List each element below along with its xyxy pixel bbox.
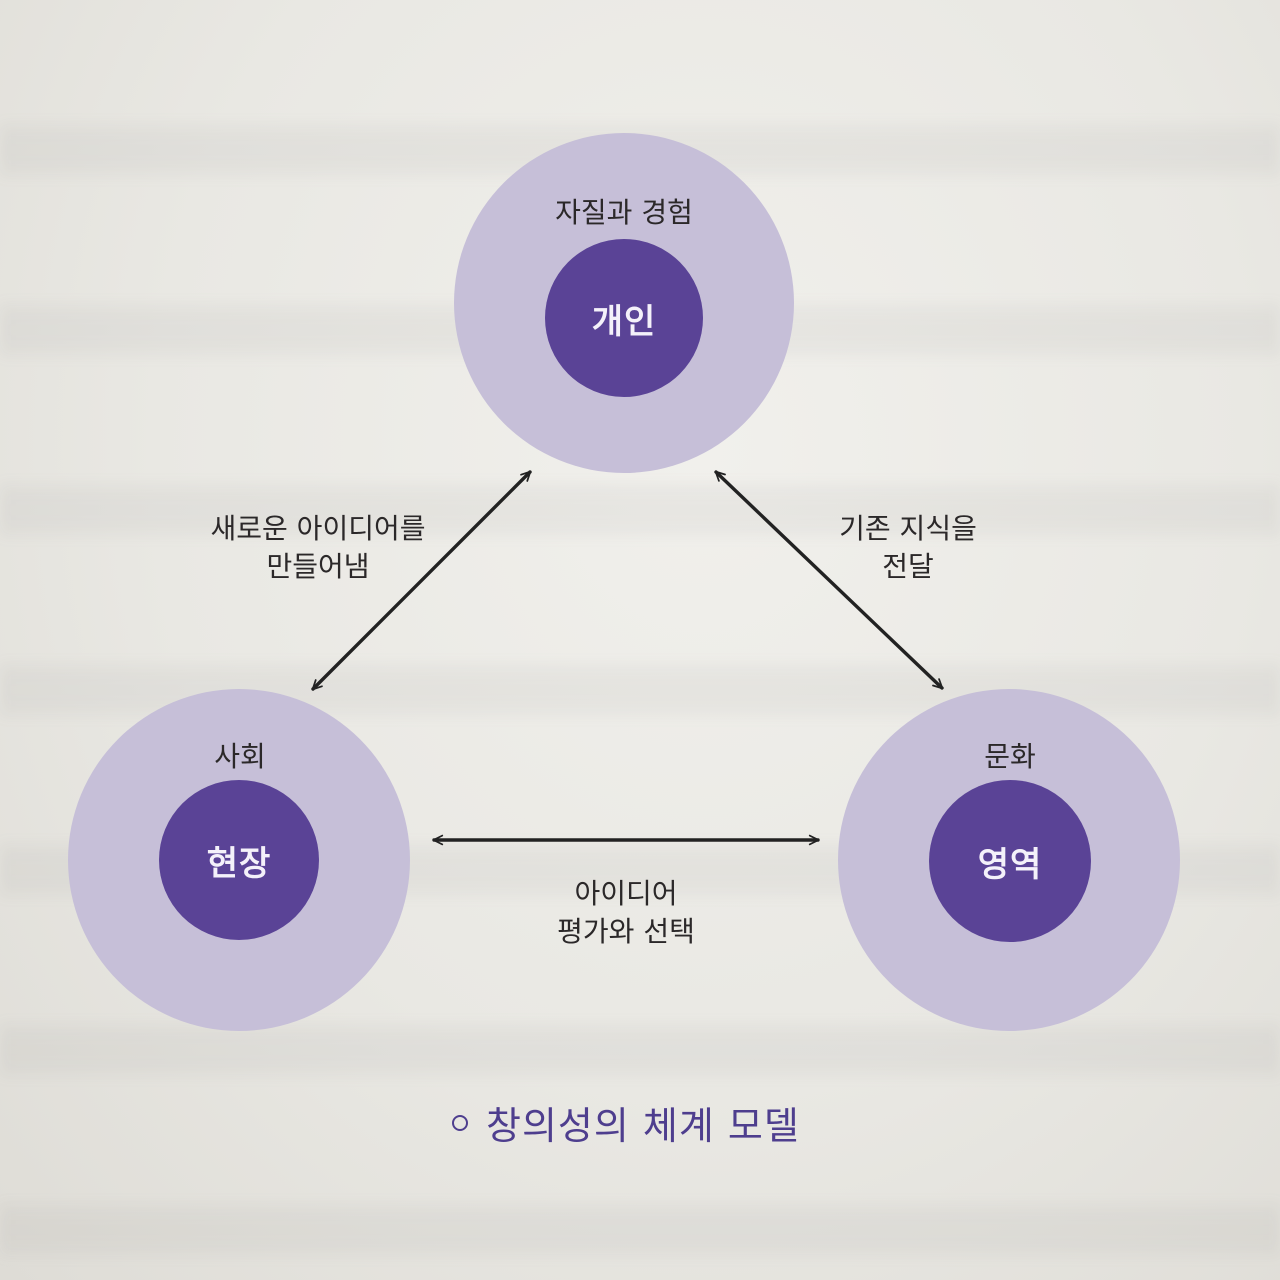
figure-caption: 창의성의 체계 모델 bbox=[452, 1095, 800, 1150]
arrow-field-individual bbox=[311, 470, 532, 691]
edge-label-field-domain-line1: 아이디어 bbox=[574, 877, 678, 910]
domain-outer-label: 문화 bbox=[984, 740, 1036, 773]
individual-label: 개인 bbox=[591, 301, 657, 342]
edge-label-individual-domain-line1: 기존 지식을 bbox=[839, 512, 977, 545]
individual-inner-circle: 개인 bbox=[545, 239, 703, 397]
field-outer-label: 사회 bbox=[214, 740, 266, 773]
caption-circle-icon bbox=[452, 1114, 468, 1131]
field-inner-circle: 현장 bbox=[159, 780, 319, 940]
domain-inner-circle: 영역 bbox=[929, 780, 1091, 942]
edge-label-field-individual-line1: 새로운 아이디어를 bbox=[210, 512, 426, 545]
edge-label-field-individual: 새로운 아이디어를 만들어냄 bbox=[178, 510, 458, 586]
edge-label-field-domain: 아이디어 평가와 선택 bbox=[516, 875, 736, 951]
field-label: 현장 bbox=[206, 843, 272, 884]
edge-label-field-individual-line2: 만들어냄 bbox=[266, 550, 370, 583]
edge-label-individual-domain-line2: 전달 bbox=[882, 550, 934, 583]
edge-label-individual-domain: 기존 지식을 전달 bbox=[808, 510, 1008, 586]
edge-label-field-domain-line2: 평가와 선택 bbox=[557, 915, 695, 948]
individual-outer-label: 자질과 경험 bbox=[555, 196, 693, 229]
caption-text: 창의성의 체계 모델 bbox=[486, 1104, 800, 1148]
domain-label: 영역 bbox=[977, 844, 1043, 885]
arrow-individual-domain bbox=[714, 470, 944, 690]
